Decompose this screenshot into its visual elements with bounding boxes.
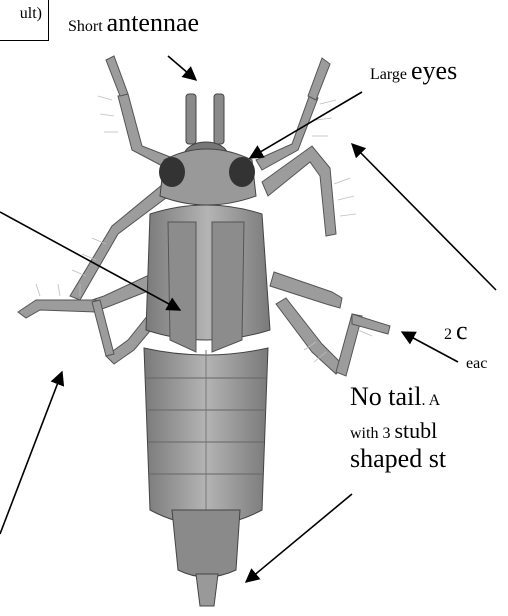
wing-pad-left	[168, 222, 196, 352]
eye-left	[159, 157, 185, 187]
head	[159, 142, 256, 205]
arrow-claw-lower	[402, 332, 458, 362]
abdomen	[144, 348, 268, 577]
eye-right	[229, 157, 255, 187]
arrow-claw-upper	[352, 144, 496, 290]
thorax	[146, 205, 270, 352]
arrow-legs	[0, 372, 62, 534]
arrow-eyes	[250, 92, 362, 158]
wing-pad-right	[212, 222, 244, 352]
stubby-tail	[196, 574, 218, 606]
arrow-antennae	[168, 56, 196, 80]
antennae-shape	[186, 94, 224, 144]
